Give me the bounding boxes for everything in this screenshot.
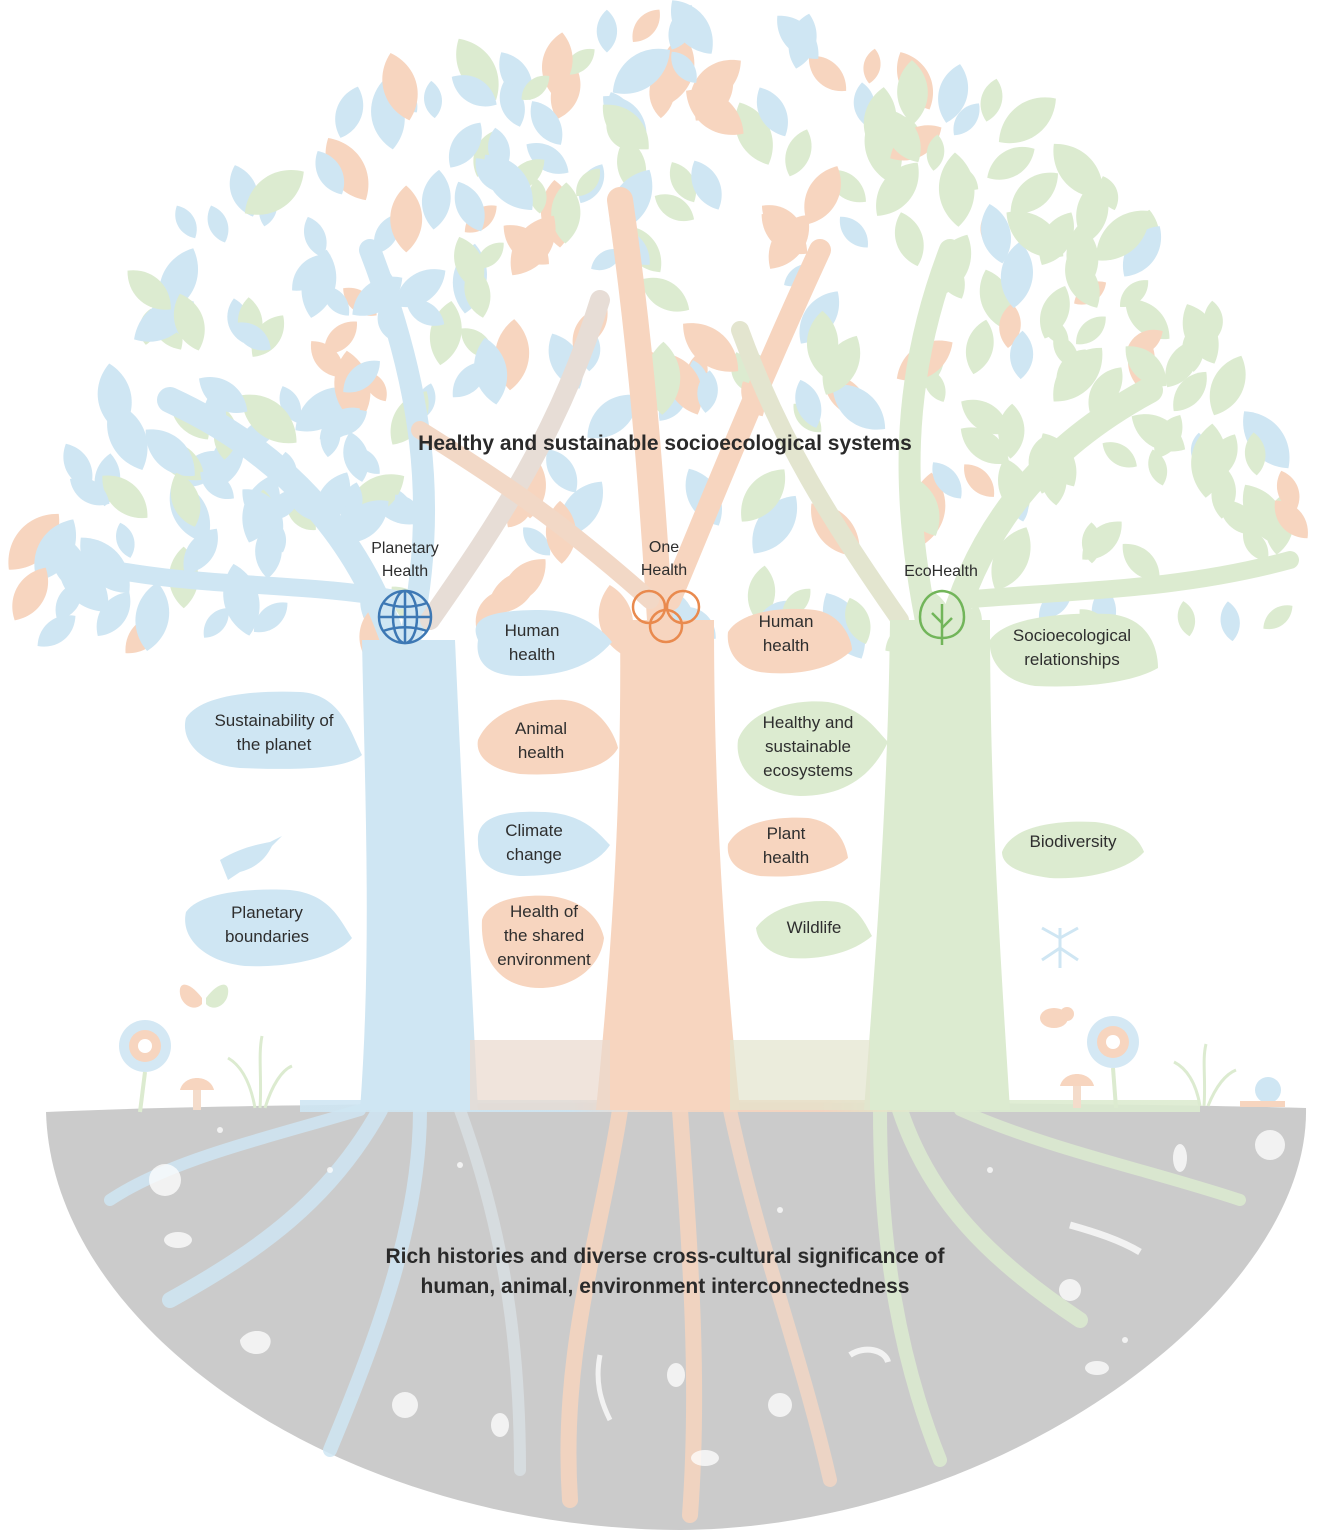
planetary-health-title: Planetary Health	[371, 540, 439, 580]
flower-icon	[119, 1020, 171, 1113]
roots	[104, 1102, 1246, 1523]
ecohealth-title: EcoHealth	[904, 563, 978, 580]
leaf-label-oh-human: Human health	[758, 612, 814, 655]
leaf-ph-human	[475, 610, 612, 676]
soil	[46, 1102, 1307, 1530]
canopy-leaf	[976, 76, 1007, 125]
bottom-title-line1: Rich histories and diverse cross-cultura…	[385, 1245, 945, 1268]
leaf-label-ph-human: Human health	[504, 621, 560, 664]
canopy-leaf	[960, 316, 1000, 378]
mosquito-icon	[1041, 926, 1079, 968]
bottom-title-box: Rich histories and diverse cross-cultura…	[385, 1245, 945, 1298]
branches	[61, 187, 1299, 713]
butterfly-icon	[179, 984, 229, 1008]
canopy-leaf	[1257, 598, 1298, 636]
canopy-leaf	[888, 208, 931, 271]
leaf-ph-climate	[477, 811, 610, 876]
three-rings-icon	[631, 589, 701, 644]
trunks	[300, 620, 1200, 1112]
leaf-label-eh-wildlife: Wildlife	[786, 918, 842, 937]
leaf-label-oh-animal: Animal health	[515, 719, 567, 762]
sapling-icon	[918, 589, 966, 645]
leaf-label-eh-ecosystems: Healthy and sustainable ecosystems	[762, 713, 854, 780]
leaf-label-eh-socio: Socioecological relationships	[1012, 626, 1132, 669]
canopy-leaf	[860, 47, 884, 85]
leaf-eh-biodiversity	[1002, 821, 1144, 879]
leaf-label-oh-plant: Plant health	[762, 824, 810, 867]
leaf-ph-sustain	[184, 691, 362, 769]
soil-organisms	[149, 1127, 1285, 1466]
snail-icon	[1240, 1077, 1285, 1107]
canopy-leaf	[1230, 400, 1303, 479]
canopy-leaf	[422, 80, 444, 119]
leaf-label-eh-biodiversity: Biodiversity	[1029, 832, 1117, 851]
hummingbird-icon	[220, 836, 282, 880]
leaf-label-ph-climate: Climate change	[505, 821, 563, 864]
leaf-label-ph-sustain: Sustainability of the planet	[214, 711, 334, 754]
leaf-ph-boundaries	[185, 889, 352, 967]
leaf-label-ph-boundaries: Planetary boundaries	[224, 903, 310, 946]
canopy-leaf	[1073, 512, 1131, 569]
canopy-leaf	[419, 168, 454, 231]
label-leaves	[184, 608, 1158, 988]
bee-icon	[1040, 1007, 1074, 1028]
leaf-label-oh-shared: Health of the shared environment	[497, 902, 591, 969]
top-title-box: Healthy and sustainable socioecological …	[418, 432, 912, 455]
bottom-title-line2: human, animal, environment interconnecte…	[420, 1275, 910, 1298]
globe-icon	[377, 589, 433, 645]
leaf-oh-animal	[477, 699, 618, 775]
grass-icon	[227, 1035, 1237, 1109]
canopy-leaf	[390, 185, 423, 253]
top-title: Healthy and sustainable socioecological …	[418, 432, 912, 455]
leaf-oh-plant	[727, 817, 848, 877]
leaf-eh-ecosystems	[737, 701, 888, 796]
canopy-leaf	[1218, 600, 1243, 643]
canopy-leaf	[202, 202, 234, 246]
canopy-leaf	[596, 9, 618, 53]
mushroom-icon-right	[1060, 1074, 1094, 1108]
one-health-title: One Health	[640, 539, 688, 579]
canopy-leaf	[1174, 599, 1198, 638]
canopy-leaf	[832, 210, 876, 255]
mushroom-icon	[180, 1078, 214, 1110]
canopy-leaf	[1097, 435, 1143, 475]
flower-icon-right	[1087, 1016, 1139, 1109]
canopy-leaf	[169, 201, 203, 243]
leaf-eh-socio	[989, 613, 1158, 687]
leaf-oh-shared	[481, 895, 604, 988]
canopy-leaf	[956, 457, 1002, 504]
canopy-leaf	[328, 82, 371, 143]
leaf-oh-human	[727, 608, 852, 674]
canopy-leaf	[625, 3, 668, 49]
leaf-eh-wildlife	[756, 901, 872, 959]
canopy-leaf	[1069, 309, 1113, 352]
